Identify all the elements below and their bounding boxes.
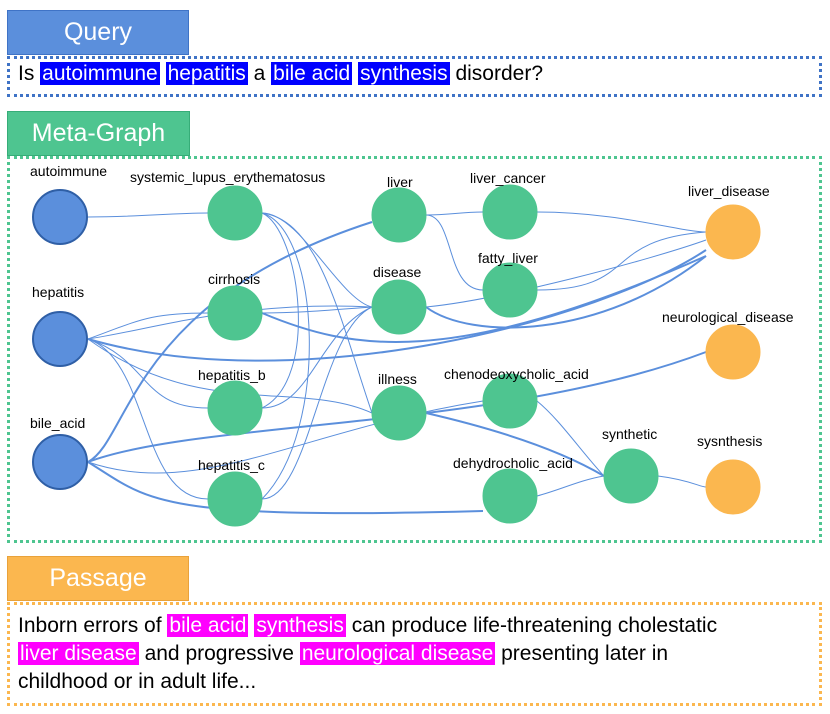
graph-edge — [261, 212, 310, 500]
node-liver-cancer — [482, 184, 538, 240]
graph-edge — [536, 231, 707, 291]
node-synthetic — [603, 448, 659, 504]
node-label-sle: systemic_lupus_erythematosus — [130, 169, 325, 185]
graph-edge — [425, 214, 484, 291]
passage-line-1: Inborn errors of bile acid synthesis can… — [18, 614, 717, 638]
query-tab-label: Query — [63, 18, 133, 46]
node-fatty-liver — [482, 262, 538, 318]
node-label-liver-cancer: liver_cancer — [470, 170, 546, 186]
passage-highlight: neurological disease — [299, 642, 496, 665]
graph-edge — [261, 306, 373, 314]
meta-graph-box — [7, 156, 822, 543]
graph-edge — [425, 255, 707, 329]
node-label-synthetic: synthetic — [602, 426, 657, 442]
graph-edge — [657, 475, 707, 488]
graph-edges — [87, 211, 707, 515]
graph-edge — [425, 412, 605, 477]
query-text: Is autoimmune hepatitis a bile acid synt… — [18, 62, 543, 86]
graph-edge — [87, 338, 209, 409]
node-label-fatty-liver: fatty_liver — [478, 250, 538, 266]
query-highlight: hepatitis — [165, 62, 248, 85]
query-highlight: synthesis — [358, 62, 450, 85]
node-dhca — [482, 468, 538, 524]
graph-nodes: autoimmune hepatitis bile_acid systemic_lup… — [30, 163, 794, 527]
node-illness — [371, 385, 427, 441]
graph-edge — [87, 212, 209, 218]
passage-text: childhood or in adult life... — [18, 670, 257, 693]
node-bile-acid — [32, 434, 88, 490]
node-hepatitis-c — [207, 471, 263, 527]
node-label-cdca: chenodeoxycholic_acid — [444, 366, 589, 382]
graph-edge — [425, 239, 707, 308]
meta-graph-tab: Meta-Graph — [7, 111, 190, 156]
node-label-dhca: dehydrocholic_acid — [453, 455, 573, 471]
node-neurological-disease — [705, 324, 761, 380]
node-label-cirrhosis: cirrhosis — [208, 271, 260, 287]
node-label-liver-disease: liver_disease — [688, 183, 770, 199]
node-label-illness: illness — [378, 371, 417, 387]
passage-line-3: childhood or in adult life... — [18, 670, 256, 694]
graph-edge — [87, 305, 373, 340]
node-liver-disease — [705, 204, 761, 260]
node-label-hepatitis: hepatitis — [32, 284, 84, 300]
graph-edge — [425, 211, 484, 216]
node-label-autoimmune: autoimmune — [30, 163, 107, 179]
passage-line-2: liver disease and progressive neurologic… — [18, 642, 668, 666]
node-autoimmune — [32, 189, 88, 245]
node-hepatitis-b — [207, 380, 263, 436]
graph-edge — [87, 461, 484, 515]
node-label-disease: disease — [373, 264, 421, 280]
passage-box — [7, 602, 822, 706]
node-sysnthesis — [705, 459, 761, 515]
graph-edge — [87, 312, 209, 340]
node-label-neurological-disease: neurological_disease — [662, 309, 794, 325]
query-box — [7, 56, 822, 97]
node-cirrhosis — [207, 285, 263, 341]
node-cdca — [482, 373, 538, 429]
graph-edge — [87, 351, 707, 463]
passage-tab-label: Passage — [49, 564, 147, 592]
node-sle — [207, 185, 263, 241]
passage-highlight: bile acid — [167, 614, 249, 637]
graph-edge — [536, 211, 707, 233]
graph-edge — [261, 306, 373, 500]
graph-edge — [261, 212, 299, 409]
graph-edge — [261, 255, 707, 343]
passage-tab: Passage — [7, 556, 189, 601]
graph-edge — [261, 212, 373, 414]
graph-edge — [261, 306, 373, 409]
query-text: disorder? — [449, 62, 543, 85]
meta-graph-tab-label: Meta-Graph — [31, 119, 166, 147]
node-label-liver: liver — [387, 174, 413, 190]
graph-edge — [536, 400, 605, 477]
graph-edge — [87, 338, 209, 500]
passage-highlight: liver disease — [18, 642, 139, 665]
passage-text: presenting later in — [495, 642, 669, 665]
graph-edge — [87, 221, 373, 463]
graph-edge — [536, 475, 605, 497]
query-text: Is — [18, 62, 41, 85]
query-tab: Query — [7, 10, 189, 55]
passage-text: and progressive — [138, 642, 300, 665]
node-label-hepatitis-c: hepatitis_c — [198, 457, 265, 473]
node-label-sysnthesis: sysnthesis — [697, 433, 762, 449]
node-disease — [371, 279, 427, 335]
node-liver — [371, 187, 427, 243]
query-highlight: bile acid — [271, 62, 353, 85]
node-label-hepatitis-b: hepatitis_b — [198, 367, 266, 383]
node-label-bile-acid: bile_acid — [30, 415, 85, 431]
query-text: a — [247, 62, 272, 85]
passage-text: can produce life-threatening cholestatic — [345, 614, 718, 637]
query-highlight: autoimmune — [40, 62, 160, 85]
passage-text: Inborn errors of — [18, 614, 168, 637]
passage-highlight: synthesis — [254, 614, 346, 637]
node-hepatitis — [32, 311, 88, 367]
